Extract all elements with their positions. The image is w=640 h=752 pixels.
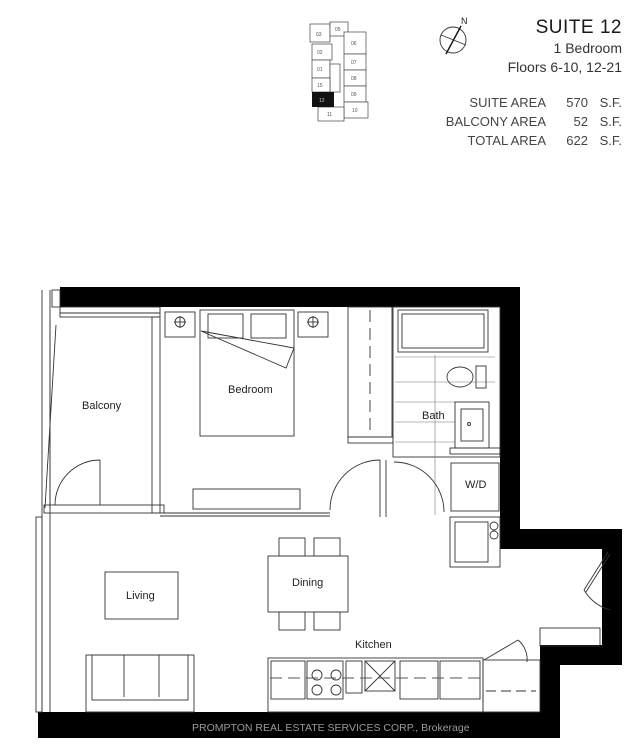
compass: N [438, 16, 472, 58]
washer-dryer [450, 462, 500, 512]
svg-text:11: 11 [327, 112, 332, 118]
room-label-kitchen: Kitchen [355, 639, 392, 651]
room-label-wd: W/D [465, 479, 487, 491]
svg-text:03: 03 [316, 32, 322, 38]
bedroom-count: 1 Bedroom [553, 40, 622, 56]
svg-text:15: 15 [317, 83, 323, 89]
svg-text:05: 05 [335, 27, 341, 33]
key-plan: 03 05 06 02 07 01 08 15 09 12 10 11 [300, 18, 380, 123]
svg-text:09: 09 [351, 92, 357, 98]
svg-text:02: 02 [317, 50, 323, 56]
svg-text:07: 07 [351, 60, 357, 66]
svg-text:06: 06 [351, 41, 357, 47]
room-label-living: Living [126, 590, 155, 602]
compass-icon [439, 25, 467, 55]
floors-range: Floors 6-10, 12-21 [507, 59, 622, 75]
toilet [446, 366, 474, 388]
bathtub [397, 309, 489, 353]
dining-table [267, 555, 349, 613]
area-row-suite: SUITE AREA 570 S.F. [469, 95, 622, 110]
kitchen-counter [267, 657, 484, 713]
area-row-balcony: BALCONY AREA 52 S.F. [445, 114, 622, 129]
brokerage-watermark: PROMPTON REAL ESTATE SERVICES CORP., Bro… [192, 722, 470, 734]
svg-text:10: 10 [352, 108, 358, 114]
cooktop [306, 660, 344, 700]
svg-text:08: 08 [351, 76, 357, 82]
coffee-table [104, 571, 179, 620]
svg-text:12: 12 [319, 98, 325, 104]
room-label-bedroom: Bedroom [228, 384, 273, 396]
bed [199, 309, 295, 437]
sofa [85, 654, 195, 713]
room-label-bath: Bath [422, 410, 445, 422]
highlighted-unit [312, 92, 334, 107]
suite-title: SUITE 12 [535, 17, 622, 38]
svg-text:01: 01 [317, 67, 323, 73]
kitchen-sink [364, 660, 396, 692]
north-label: N [461, 16, 468, 26]
room-label-dining: Dining [292, 577, 324, 589]
room-label-balcony: Balcony [82, 400, 122, 412]
area-row-total: TOTAL AREA 622 S.F. [467, 133, 622, 148]
exterior-walls [38, 287, 622, 738]
